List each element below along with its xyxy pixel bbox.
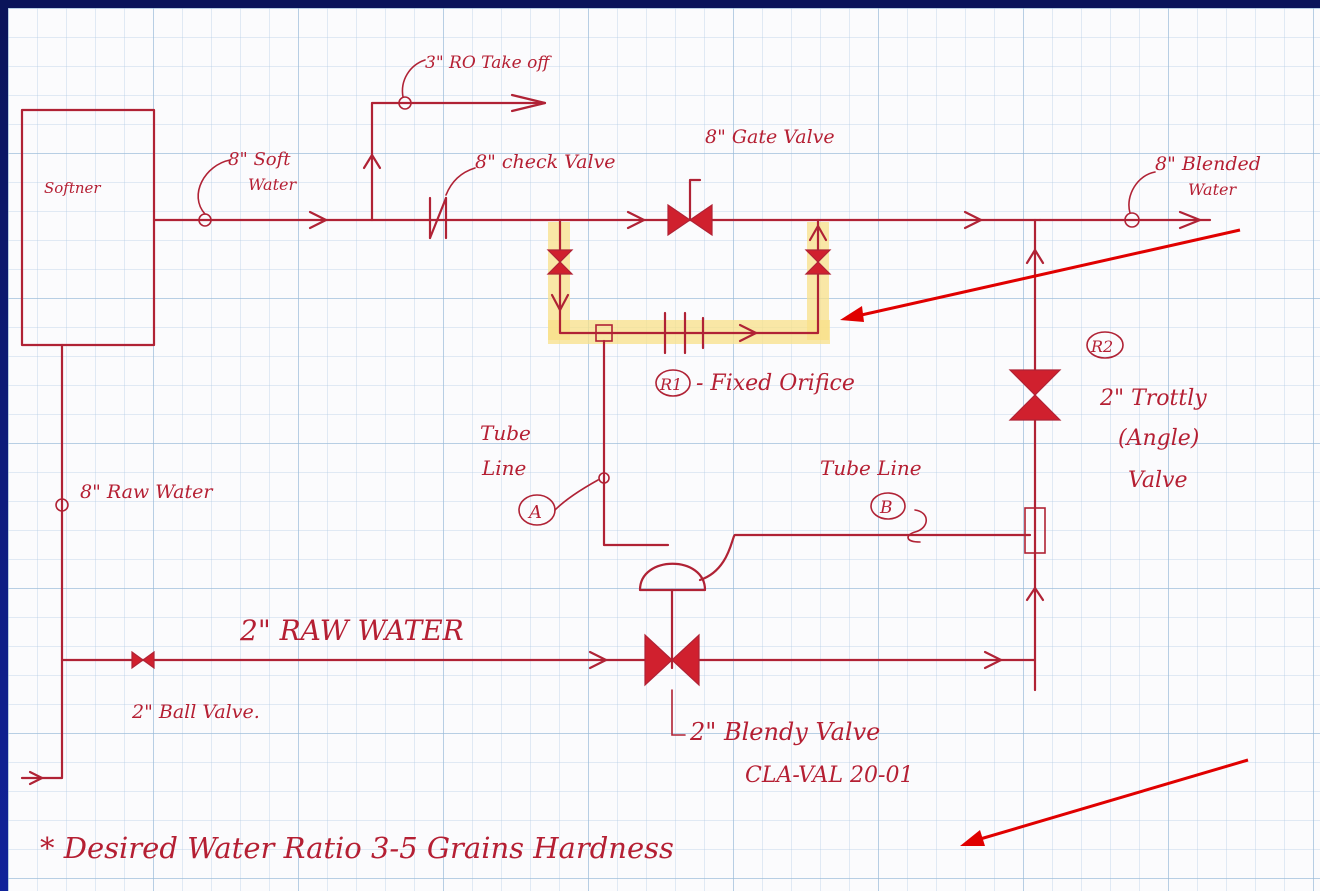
raw-water-marker	[55, 498, 69, 512]
tube-line-a-label-2: Line	[481, 456, 526, 480]
diaphragm-actuator-icon	[638, 562, 707, 670]
ro-takeoff-line	[370, 101, 547, 222]
flow-arrow-icon	[1178, 210, 1202, 230]
soft-water-leader	[197, 159, 231, 215]
tube-line-b-label: Tube Line	[820, 456, 922, 480]
flow-arrow-icon	[28, 770, 44, 786]
tube-b-leader	[907, 509, 928, 543]
r1-circle	[655, 369, 691, 397]
tube-a-leader	[554, 479, 599, 511]
tube-b-circle	[870, 492, 906, 520]
blending-valve-label: 2" Blendy Valve	[689, 718, 880, 746]
tube-a-circle	[518, 494, 556, 526]
needle-valve-icon	[546, 249, 574, 275]
flow-arrow-icon	[1025, 586, 1045, 602]
check-valve-icon	[428, 196, 448, 240]
gate-valve-label: 8" Gate Valve	[705, 126, 835, 148]
bypass-highlight	[548, 222, 830, 344]
flow-arrow-icon	[963, 210, 983, 230]
flow-arrow-icon	[308, 210, 328, 230]
check-valve-label: 8" check Valve	[475, 151, 616, 173]
tube-a-tap	[598, 472, 610, 484]
flow-arrow-icon	[983, 650, 1003, 670]
flow-arrow-icon	[738, 323, 758, 343]
raw-water-8in-line	[20, 343, 64, 780]
blended-leader	[1128, 171, 1156, 214]
check-valve-leader	[445, 167, 476, 196]
cla-val-label: CLA-VAL 20-01	[745, 763, 913, 788]
ball-valve-label: 2" Ball Valve.	[131, 701, 260, 723]
flow-arrow-icon	[550, 293, 570, 312]
tube-line-b	[698, 533, 1032, 582]
flow-arrow-icon	[626, 210, 646, 230]
ro-takeoff-marker	[398, 96, 412, 110]
tube-a-letter: A	[527, 502, 542, 523]
throttle-label-2: (Angle)	[1118, 426, 1199, 451]
blended-water-label-2: Water	[1188, 180, 1237, 199]
callout-arrow-note	[960, 758, 1249, 846]
tube-line-a	[602, 339, 670, 547]
r1-label: R1	[659, 375, 682, 394]
orifice-plate-icon	[663, 311, 705, 355]
throttle-label-3: Valve	[1128, 468, 1187, 493]
ro-takeoff-label: 3" RO Take off	[425, 53, 552, 73]
r2-label: R2	[1090, 337, 1113, 356]
raw-water-8in-label: 8" Raw Water	[80, 481, 214, 503]
fixed-orifice-label: - Fixed Orifice	[696, 371, 855, 396]
ball-valve-icon	[131, 650, 155, 670]
blended-water-marker	[1124, 212, 1140, 228]
softener-tank	[20, 108, 156, 347]
blended-water-label: 8" Blended	[1155, 153, 1261, 175]
soft-water-label: 8" Soft	[228, 149, 291, 170]
needle-valve-icon	[804, 249, 832, 275]
softener-label: Softner	[44, 179, 101, 197]
gate-valve-icon	[667, 178, 713, 237]
tube-line-a-label-1: Tube	[480, 421, 531, 445]
callout-arrow-bypass	[840, 228, 1241, 322]
blending-valve-icon	[644, 633, 700, 687]
soft-water-label-2: Water	[248, 175, 297, 194]
raw-water-2in-label: 2" RAW WATER	[239, 614, 464, 647]
angle-valve-icon	[1008, 369, 1062, 421]
flow-arrow-icon	[510, 93, 547, 113]
r2-circle	[1086, 331, 1124, 359]
blending-valve-leader	[671, 689, 686, 736]
flow-arrow-icon	[1025, 248, 1045, 265]
flow-arrow-icon	[588, 650, 608, 670]
bypass-loop	[558, 218, 820, 335]
tube-b-letter: B	[879, 498, 893, 518]
ro-leader	[401, 59, 426, 98]
flow-arrow-icon	[808, 224, 828, 242]
graph-paper-sheet	[8, 8, 1320, 891]
flow-arrow-icon	[362, 153, 382, 170]
throttle-label-1: 2" Trottly	[1099, 386, 1207, 411]
desired-ratio-note: * Desired Water Ratio 3-5 Grains Hardnes…	[40, 831, 674, 865]
tap-box-b	[1024, 507, 1046, 554]
